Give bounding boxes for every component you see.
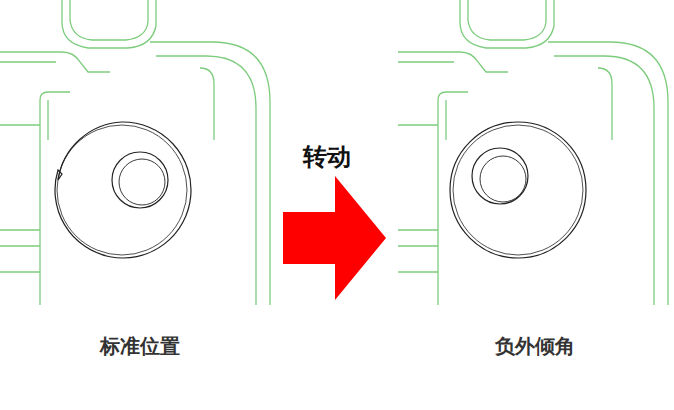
state-label: 标准位置 [100,333,180,360]
state-label: 负外倾角 [495,333,575,360]
rotate-arrow [283,176,386,300]
action-label: 转动 [303,141,351,173]
